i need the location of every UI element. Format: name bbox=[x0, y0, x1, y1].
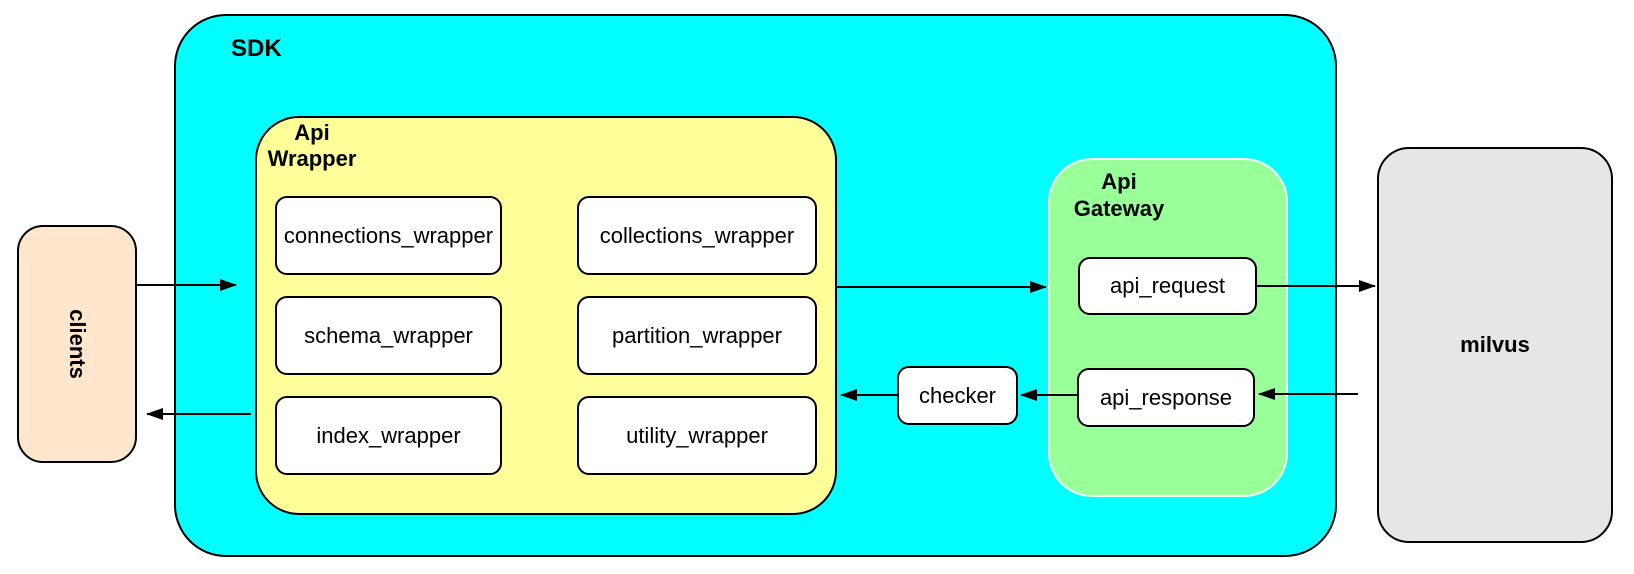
api-wrapper-label: Api Wrapper bbox=[267, 120, 357, 171]
index-wrapper-node: index_wrapper bbox=[275, 396, 502, 475]
connections-wrapper-node: connections_wrapper bbox=[275, 196, 502, 275]
clients-node: clients bbox=[17, 225, 137, 463]
api-gateway-container bbox=[1048, 158, 1288, 497]
schema-wrapper-node: schema_wrapper bbox=[275, 296, 502, 375]
api-response-node: api_response bbox=[1077, 368, 1255, 427]
api-gateway-label: Api Gateway bbox=[1073, 169, 1165, 221]
checker-node: checker bbox=[897, 366, 1018, 425]
partition-wrapper-node: partition_wrapper bbox=[577, 296, 817, 375]
utility-wrapper-node: utility_wrapper bbox=[577, 396, 817, 475]
milvus-node: milvus bbox=[1377, 147, 1613, 543]
sdk-label: SDK bbox=[231, 35, 282, 62]
collections-wrapper-node: collections_wrapper bbox=[577, 196, 817, 275]
clients-label: clients bbox=[64, 309, 90, 379]
api-request-node: api_request bbox=[1078, 257, 1257, 315]
